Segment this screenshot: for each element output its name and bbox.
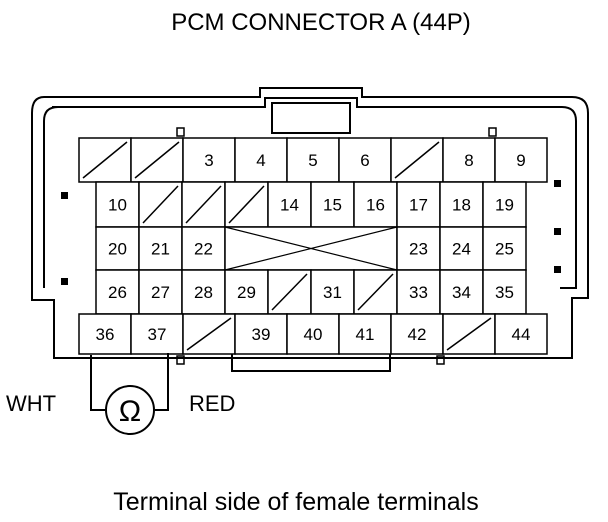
terminal-cell: 31	[310, 269, 355, 315]
terminal-cell: 16	[353, 181, 398, 228]
terminal-number: 20	[108, 240, 127, 259]
terminal-number: 24	[452, 240, 471, 259]
terminal-number: 28	[194, 283, 213, 302]
terminal-number: 27	[151, 283, 170, 302]
terminal-number: 36	[96, 325, 115, 344]
terminal-number: 16	[366, 196, 385, 215]
terminal-number: 33	[409, 283, 428, 302]
terminal-cell: 34	[439, 269, 484, 315]
terminal-number: 4	[256, 151, 265, 170]
empty-cavity	[390, 137, 444, 183]
terminal-cell: 15	[310, 181, 355, 228]
terminal-cell: 20	[95, 226, 140, 271]
terminal-number: 37	[148, 325, 167, 344]
terminal-cell: 44	[494, 313, 548, 355]
terminal-number: 26	[108, 283, 127, 302]
terminal-cell: 3	[182, 137, 236, 183]
terminal-number: 19	[495, 196, 514, 215]
terminal-number: 5	[308, 151, 317, 170]
probe-wire-right	[155, 353, 169, 411]
terminal-number: 10	[108, 196, 127, 215]
terminal-cell: 24	[439, 226, 484, 271]
terminal-cell: 23	[396, 226, 441, 271]
terminal-cell: 22	[181, 226, 226, 271]
empty-cavity	[224, 181, 269, 228]
ohmmeter-probe: Ω WHT RED	[6, 353, 235, 435]
connector-housing	[31, 87, 589, 372]
terminal-number: 25	[495, 240, 514, 259]
empty-cavity	[442, 313, 496, 355]
terminal-cell: 8	[442, 137, 496, 183]
terminal-number: 9	[516, 151, 525, 170]
terminal-cell: 26	[95, 269, 140, 315]
wire-label-right: RED	[189, 391, 235, 416]
terminal-cell: 10	[95, 181, 140, 228]
ohm-symbol-icon: Ω	[119, 395, 141, 428]
probe-wire-left	[90, 355, 105, 411]
terminal-cell: 19	[482, 181, 527, 228]
terminal-number: 44	[512, 325, 531, 344]
terminal-cell: 36	[78, 313, 132, 355]
terminal-number: 31	[323, 283, 342, 302]
terminal-cell: 28	[181, 269, 226, 315]
terminal-number: 29	[237, 283, 256, 302]
terminal-number: 14	[280, 196, 299, 215]
terminal-cell: 35	[482, 269, 527, 315]
terminal-cell: 27	[138, 269, 183, 315]
terminal-cell: 14	[267, 181, 312, 228]
terminal-number: 35	[495, 283, 514, 302]
terminal-cell: 18	[439, 181, 484, 228]
terminal-number: 41	[356, 325, 375, 344]
terminal-cell: 40	[286, 313, 340, 355]
terminal-number: 18	[452, 196, 471, 215]
terminal-number: 3	[204, 151, 213, 170]
ohmmeter-circle	[105, 385, 155, 435]
terminal-cell: 4	[234, 137, 288, 183]
terminal-number: 23	[409, 240, 428, 259]
terminal-number: 34	[452, 283, 471, 302]
terminal-number: 6	[360, 151, 369, 170]
empty-cavity	[78, 137, 132, 183]
terminal-number: 21	[151, 240, 170, 259]
terminal-number: 15	[323, 196, 342, 215]
empty-cavity	[138, 181, 183, 228]
terminal-number: 17	[409, 196, 428, 215]
terminal-cell: 37	[130, 313, 184, 355]
terminal-cell: 25	[482, 226, 527, 271]
empty-cavity	[353, 269, 398, 315]
terminal-cell: 41	[338, 313, 392, 355]
terminal-cell: 42	[390, 313, 444, 355]
terminal-number: 8	[464, 151, 473, 170]
terminal-cell: 5	[286, 137, 340, 183]
diagram-caption: Terminal side of female terminals	[113, 488, 478, 516]
terminal-number: 22	[194, 240, 213, 259]
terminal-cell: 33	[396, 269, 441, 315]
empty-cavity	[130, 137, 184, 183]
empty-cavity	[181, 181, 226, 228]
terminal-cell: 17	[396, 181, 441, 228]
empty-cavity	[182, 313, 236, 355]
wire-label-left: WHT	[6, 391, 56, 416]
blank-cavity-crossed	[224, 226, 398, 271]
terminal-cell: 29	[224, 269, 269, 315]
terminal-cell: 39	[234, 313, 288, 355]
terminal-cell: 6	[338, 137, 392, 183]
terminal-number: 39	[252, 325, 271, 344]
empty-cavity	[267, 269, 312, 315]
terminal-cell: 9	[494, 137, 548, 183]
terminal-number: 42	[408, 325, 427, 344]
diagram-title: PCM CONNECTOR A (44P)	[171, 9, 471, 36]
terminal-cell: 21	[138, 226, 183, 271]
terminal-number: 40	[304, 325, 323, 344]
